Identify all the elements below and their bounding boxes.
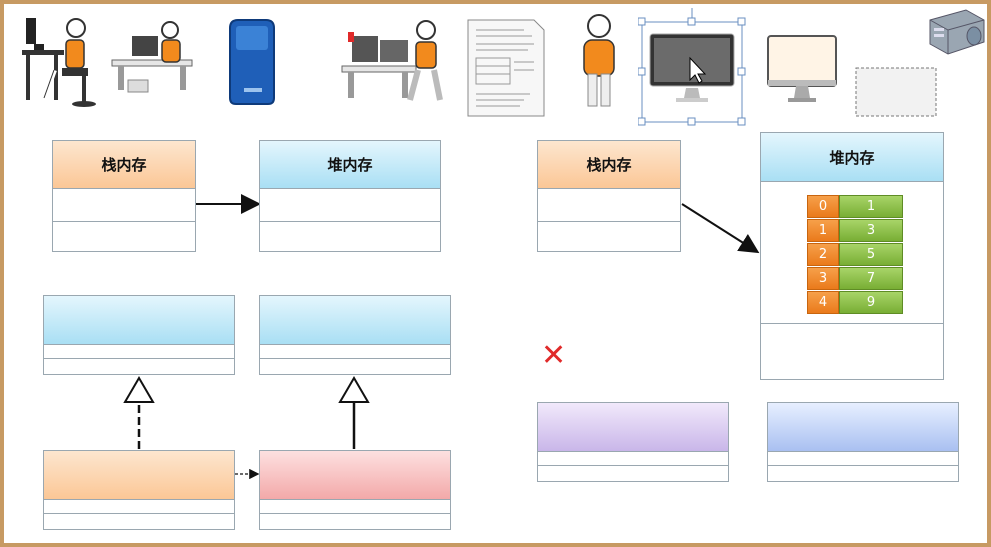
person-with-headset-icon [341, 20, 443, 101]
connector-layer [123, 194, 760, 480]
blank-rectangle-icon [855, 67, 937, 117]
array-index-cell: 3 [807, 267, 839, 290]
purple-class-box [537, 402, 729, 482]
array-value-cell: 7 [839, 267, 903, 290]
array-value-cell: 1 [839, 195, 903, 218]
array-index-cell: 1 [807, 219, 839, 242]
class-header [44, 296, 234, 344]
stack-memory-box-right: 栈内存 [537, 140, 681, 252]
heap-memory-label-left: 堆内存 [260, 141, 440, 188]
stack-memory-label-left: 栈内存 [53, 141, 195, 188]
generalization-arrowhead [338, 376, 370, 403]
server-rack-icon [929, 9, 985, 55]
parent-class-box [259, 295, 451, 375]
class-header [260, 451, 450, 499]
array-value-cell: 3 [839, 219, 903, 242]
person-at-computer-icon [22, 18, 96, 107]
class-header [260, 296, 450, 344]
box-row [768, 465, 958, 466]
box-row [44, 513, 234, 514]
blue-class-box [767, 402, 959, 482]
implementing-class-box [43, 450, 235, 530]
box-row [761, 323, 943, 324]
server-tower-icon [229, 19, 275, 105]
array-index-cell: 4 [807, 291, 839, 314]
box-row [260, 513, 450, 514]
stack-to-heap-array-arrow [681, 203, 760, 254]
person-at-workstation-icon [111, 21, 193, 93]
box-row [44, 499, 234, 500]
realization-arrowhead [123, 376, 155, 403]
class-header [768, 403, 958, 451]
array-index-cell: 2 [807, 243, 839, 266]
class-header [538, 403, 728, 451]
array-value-cell: 9 [839, 291, 903, 314]
box-row [53, 188, 195, 189]
stack-memory-box-left: 栈内存 [52, 140, 196, 252]
monitor-icon[interactable] [638, 8, 748, 128]
box-row [260, 344, 450, 345]
box-row [768, 451, 958, 452]
standing-person-icon [583, 14, 615, 107]
array-value-cell: 5 [839, 243, 903, 266]
heap-memory-box-left: 堆内存 [259, 140, 441, 252]
box-row [538, 451, 728, 452]
box-row [260, 221, 440, 222]
interface-class-box [43, 295, 235, 375]
box-row [260, 188, 440, 189]
box-row [44, 344, 234, 345]
box-row [260, 499, 450, 500]
box-row [761, 181, 943, 182]
box-row [53, 221, 195, 222]
box-row [538, 188, 680, 189]
box-row [44, 358, 234, 359]
document-icon [467, 19, 545, 117]
desktop-monitor-icon [767, 35, 837, 102]
class-header [44, 451, 234, 499]
array-index-cell: 0 [807, 195, 839, 218]
child-class-box [259, 450, 451, 530]
box-row [538, 221, 680, 222]
stack-memory-label-right: 栈内存 [538, 141, 680, 188]
x-mark-icon: ✕ [541, 338, 567, 373]
box-row [538, 465, 728, 466]
box-row [260, 358, 450, 359]
heap-memory-label-right: 堆内存 [761, 133, 943, 181]
